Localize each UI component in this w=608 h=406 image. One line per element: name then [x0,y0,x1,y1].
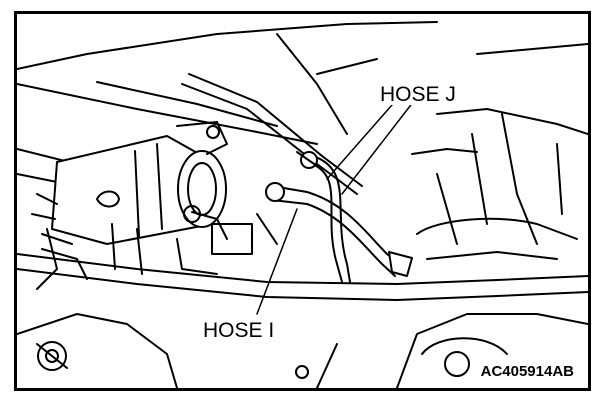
figure-code: AC405914AB [478,363,576,380]
engine-bay-illustration [17,21,588,388]
label-hose-j: HOSE J [377,84,459,105]
bolt-small [295,365,309,379]
frame-rail [17,253,588,388]
lower-components [36,213,278,290]
hose-i [265,182,413,277]
diagram-frame: HOSE J HOSE I AC405914AB [14,11,591,391]
air-cleaner-canister [31,121,228,245]
label-hose-i: HOSE I [200,320,278,341]
bolt-right [444,351,470,377]
right-components [416,133,578,260]
body-panel-lines [17,21,588,245]
bolt [36,341,68,371]
